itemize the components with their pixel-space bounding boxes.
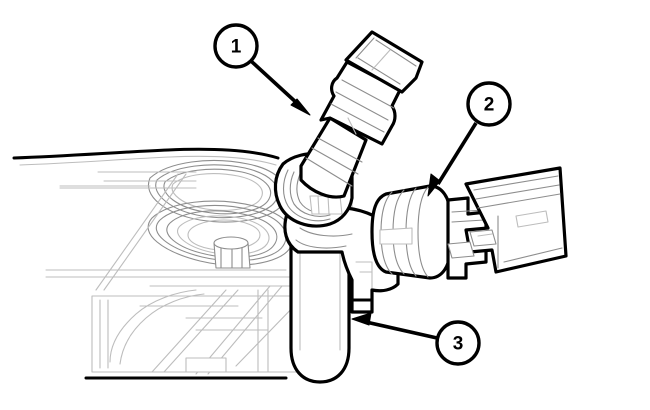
callout-1-leader [249, 59, 301, 107]
callout-2-label: 2 [484, 95, 495, 116]
right-electrical-connector [370, 166, 568, 280]
callout-3-leader [365, 320, 438, 340]
callout-1[interactable]: 1 [213, 23, 311, 116]
housing-top-contour [12, 147, 280, 160]
callout-2-circle[interactable] [466, 81, 512, 127]
callout-3[interactable]: 3 [351, 312, 481, 366]
left-diagonal-frame [59, 171, 197, 291]
sensor-end-cap [344, 30, 424, 94]
bolt-pad [213, 236, 251, 269]
sensor-shank [299, 116, 368, 199]
oval-boss-lower [147, 200, 294, 266]
upper-angled-sensor-connector [273, 30, 424, 228]
plug-housing [464, 166, 568, 274]
callout-3-circle[interactable] [435, 320, 481, 366]
callout-3-label: 3 [453, 334, 464, 355]
housing-top-contour-shadow [19, 155, 277, 166]
sensor-ridged-section [319, 60, 402, 146]
callout-3-arrowhead [351, 312, 372, 326]
sensor-assembly [273, 30, 568, 384]
callout-1-label: 1 [231, 37, 242, 58]
callout-1-arrowhead [290, 98, 311, 116]
callout-2-arrowhead [427, 173, 441, 197]
callout-2-leader [436, 122, 478, 185]
callout-1-circle[interactable] [213, 23, 259, 69]
housing-cylinder [289, 230, 351, 384]
callout-2[interactable]: 2 [427, 81, 512, 197]
engine-housing-background [12, 147, 353, 380]
